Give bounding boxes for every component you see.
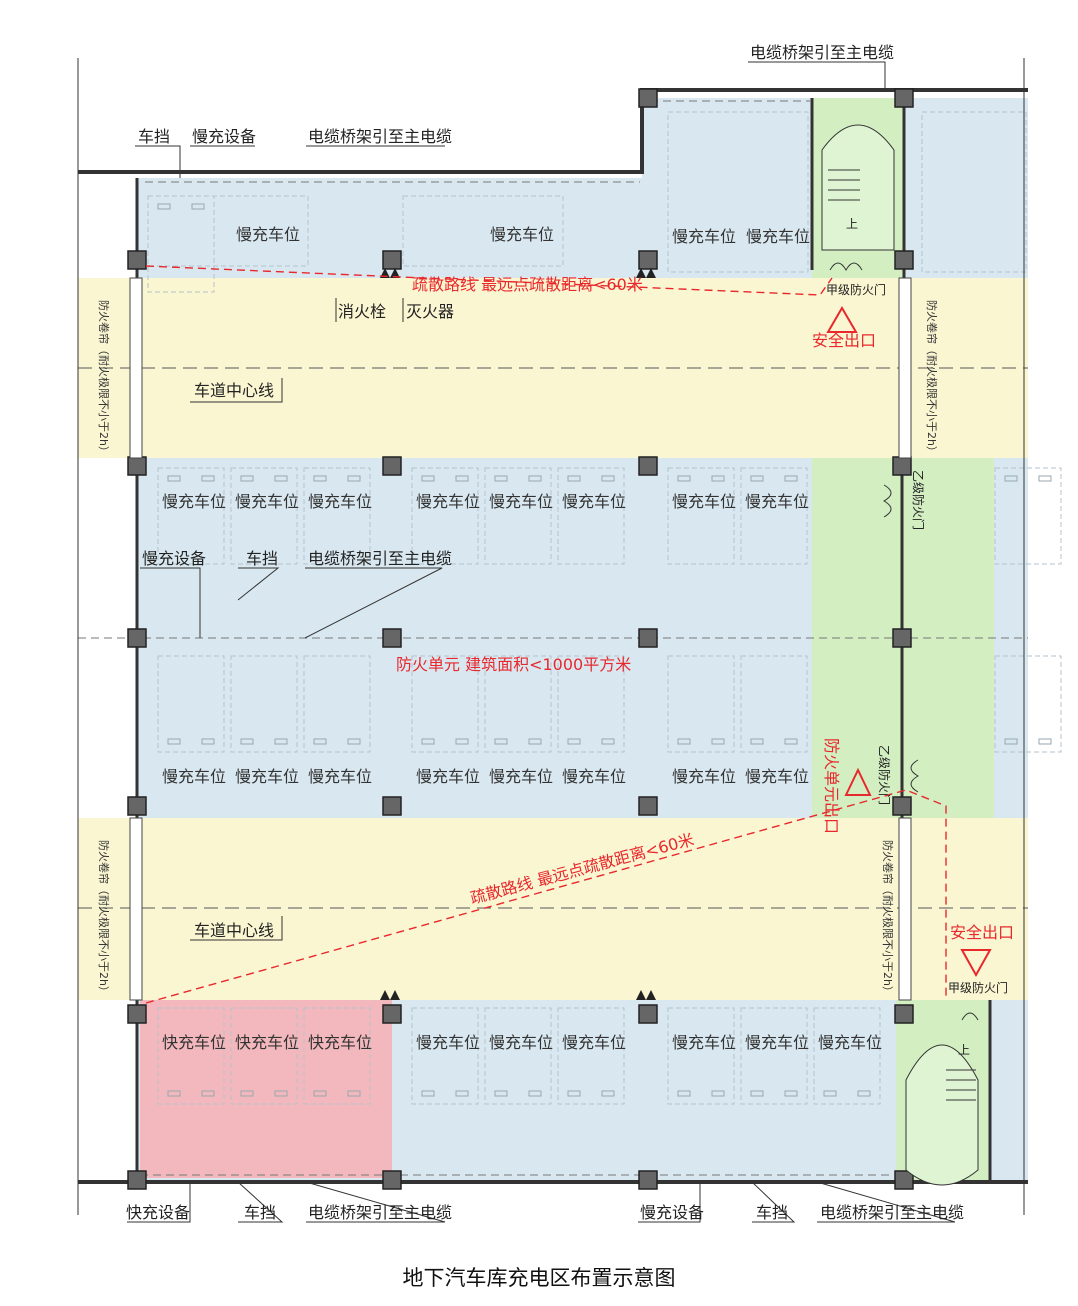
stair-up-label: 上 (958, 1043, 970, 1057)
cable-tray-label: 电缆桥架引至主电缆 (750, 43, 894, 62)
slow-space-label: 慢充车位 (672, 492, 736, 511)
fire-door-icon (829, 262, 979, 1021)
car-stop-label: 车挡 (246, 549, 278, 568)
slow-space-label: 慢充车位 (489, 1033, 553, 1052)
car-stop-label: 车挡 (756, 1203, 788, 1222)
garage-floor-plan: 防火卷帘（耐火极限不小于2h） 防火卷帘（耐火极限不小于2h） 防火卷帘（耐火极… (77, 43, 1062, 1223)
slow-space-label: 慢充车位 (162, 492, 226, 511)
fast-space-label: 快充车位 (308, 1033, 372, 1052)
class-a-door-label: 甲级防火门 (826, 282, 886, 297)
slow-space-label: 慢充车位 (746, 227, 810, 246)
slow-space-label: 慢充车位 (416, 1033, 480, 1052)
slow-space-label: 慢充车位 (416, 767, 480, 786)
cable-tray-label: 电缆桥架引至主电缆 (820, 1203, 964, 1222)
slow-space-label: 慢充车位 (562, 1033, 626, 1052)
slow-space-label: 慢充车位 (162, 767, 226, 786)
slow-space-label: 慢充车位 (308, 767, 372, 786)
class-b-door-label: 乙级防火门 (911, 470, 926, 530)
fast-charge-zone (140, 1000, 392, 1178)
class-b-door-label: 乙级防火门 (877, 745, 892, 805)
car-stop-label: 车挡 (138, 127, 170, 146)
slow-space-label: 慢充车位 (236, 225, 300, 244)
fire-unit-exit-label: 防火单元出口 (822, 738, 841, 834)
car-stop-label: 车挡 (244, 1203, 276, 1222)
fast-space-label: 快充车位 (235, 1033, 299, 1052)
slow-space-label: 慢充车位 (416, 492, 480, 511)
lane-center-label: 车道中心线 (194, 921, 274, 940)
figure-caption: 地下汽车库充电区布置示意图 (402, 1266, 676, 1290)
slow-space-label: 慢充车位 (672, 227, 736, 246)
slow-space-label: 慢充车位 (745, 1033, 809, 1052)
slow-space-label: 慢充车位 (818, 1033, 882, 1052)
stair-up-label: 上 (846, 217, 858, 231)
slow-charger-label: 慢充设备 (640, 1203, 704, 1222)
class-a-door-label: 甲级防火门 (948, 980, 1008, 995)
extinguisher-label: 灭火器 (406, 302, 454, 321)
evacuation-route (145, 265, 947, 1004)
safe-exit-label: 安全出口 (812, 331, 876, 350)
fire-curtain-label: 防火卷帘（耐火极限不小于2h） (925, 300, 939, 457)
fast-space-label: 快充车位 (162, 1033, 226, 1052)
stair-icon (821, 124, 979, 1186)
slow-space-label: 慢充车位 (672, 1033, 736, 1052)
slot-grid (147, 111, 1062, 1105)
safe-exit-triangle-icon (826, 306, 992, 978)
slow-charger-label: 慢充设备 (192, 127, 256, 146)
fire-curtain-label: 防火卷帘（耐火极限不小于2h） (97, 840, 111, 997)
lane-center-label: 车道中心线 (194, 381, 274, 400)
fast-charger-label: 快充设备 (126, 1203, 190, 1222)
fire-unit-label: 防火单元 建筑面积<1000平方米 (396, 655, 631, 674)
slow-space-label: 慢充车位 (308, 492, 372, 511)
slow-space-label: 慢充车位 (235, 492, 299, 511)
slow-space-label: 慢充车位 (235, 767, 299, 786)
drive-lane-lower (78, 818, 1028, 1000)
slow-space-label: 慢充车位 (562, 767, 626, 786)
hydrant-label: 消火栓 (338, 302, 386, 321)
slow-charger-label: 慢充设备 (142, 549, 206, 568)
fire-curtain (129, 277, 912, 1001)
cable-tray-label: 电缆桥架引至主电缆 (308, 127, 452, 146)
slow-space-label: 慢充车位 (672, 767, 736, 786)
slow-space-label: 慢充车位 (745, 492, 809, 511)
slow-space-label: 慢充车位 (745, 767, 809, 786)
cable-tray-label: 电缆桥架引至主电缆 (308, 1203, 452, 1222)
slow-space-label: 慢充车位 (562, 492, 626, 511)
fire-curtain-label: 防火卷帘（耐火极限不小于2h） (97, 300, 111, 457)
slow-space-label: 慢充车位 (490, 225, 554, 244)
cable-tray-label: 电缆桥架引至主电缆 (308, 549, 452, 568)
evac-route-label: 疏散路线 最远点疏散距离<60米 (412, 275, 643, 294)
slow-space-label: 慢充车位 (489, 492, 553, 511)
fire-curtain-label: 防火卷帘（耐火极限不小于2h） (881, 840, 895, 997)
safe-exit-label: 安全出口 (950, 923, 1014, 942)
slow-space-label: 慢充车位 (489, 767, 553, 786)
